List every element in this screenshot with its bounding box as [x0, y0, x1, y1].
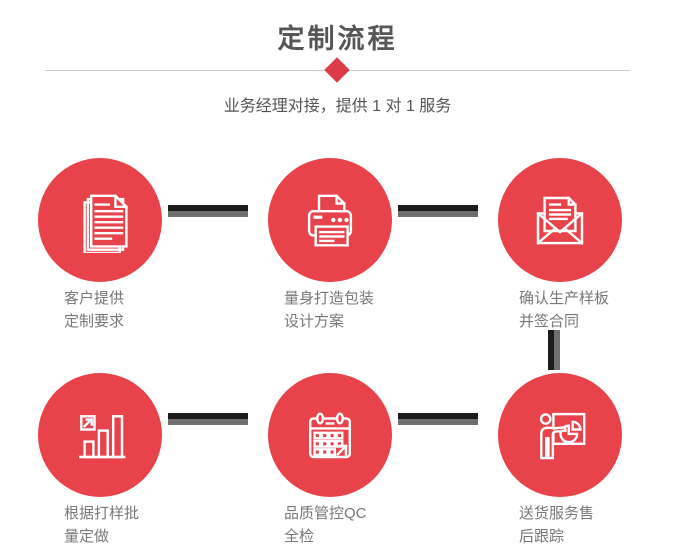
- step-label: 送货服务售 后跟踪: [519, 505, 595, 545]
- step-label: 品质管控QC 全检: [284, 505, 367, 545]
- step-circle: [268, 158, 392, 282]
- connector-bar: [168, 205, 248, 217]
- step-circle: [38, 373, 162, 497]
- envelope-icon: [536, 196, 584, 245]
- step-circle: [38, 158, 162, 282]
- bar-chart-icon: [78, 415, 126, 459]
- step-label: 根据打样批 量定做: [64, 505, 140, 545]
- step-circle: [498, 158, 622, 282]
- calendar-icon: [308, 412, 352, 459]
- page-title: 定制流程: [277, 24, 398, 54]
- connector-bar: [168, 413, 248, 425]
- step-label: 量身打造包装 设计方案: [284, 290, 375, 330]
- step-label: 客户提供 定制要求: [64, 290, 125, 330]
- subtitle: 业务经理对接，提供 1 对 1 服务: [223, 98, 452, 115]
- documents-icon: [83, 194, 128, 253]
- step-label: 确认生产样板 并签合同: [519, 290, 610, 330]
- step-circle: [498, 373, 622, 497]
- connector-bar-vertical: [548, 330, 560, 370]
- presentation-icon: [539, 412, 586, 460]
- connector-bar: [398, 413, 478, 425]
- connector-bar: [398, 205, 478, 217]
- step-circle: [268, 373, 392, 497]
- printer-icon: [307, 194, 353, 247]
- diamond-icon: [324, 57, 350, 83]
